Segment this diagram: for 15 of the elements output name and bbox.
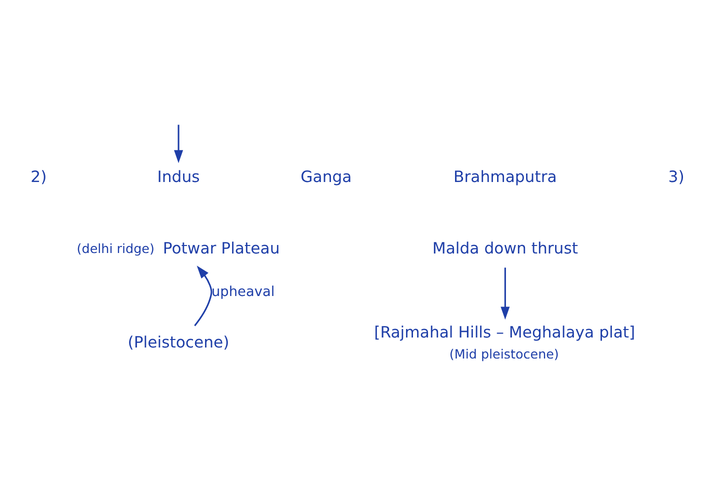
node-label: (Mid pleistocene) (449, 346, 559, 362)
arrow (174, 124, 184, 164)
node-text: Ganga (300, 167, 352, 186)
edge-label: upheaval (212, 284, 275, 300)
node-text: [Rajmahal Hills – Meghalaya plat] (374, 322, 636, 342)
label: 3) (668, 167, 684, 186)
node-text: Brahmaputra (453, 167, 557, 186)
node-label: (delhi ridge) (76, 241, 154, 256)
node-text: Potwar Plateau (162, 238, 280, 258)
arrow (194, 266, 212, 326)
arrow (500, 268, 510, 320)
node-text: Indus (157, 167, 200, 186)
label: 2) (30, 167, 47, 186)
node-text: Malda down thrust (432, 238, 578, 258)
node-text: (Pleistocene) (128, 332, 230, 352)
